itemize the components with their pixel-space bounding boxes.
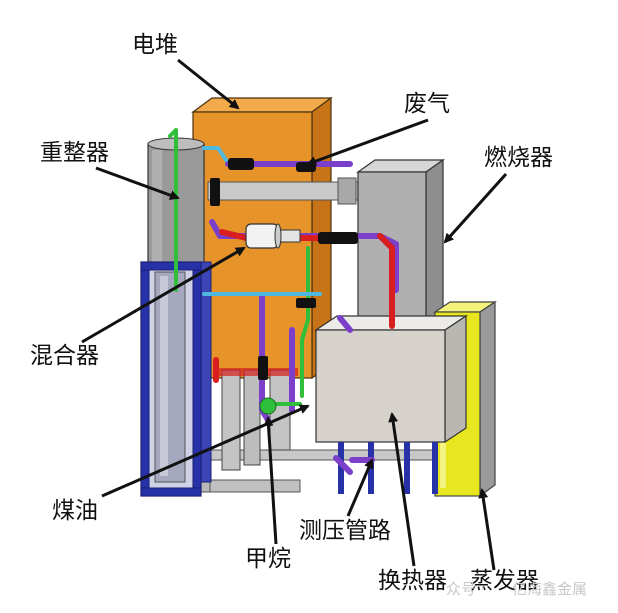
watermark-name: 亿海鑫金属 [512,580,588,598]
arrow-stack [177,58,240,110]
arrow-kerosene [101,404,310,498]
label-burner: 燃烧器 [484,145,553,171]
label-stack: 电堆 [132,32,178,58]
arrow-evaporator [478,488,496,571]
leader-arrows [81,58,508,571]
burner-block [356,158,445,332]
label-methane: 甲烷 [245,546,291,572]
cyan-pipes [202,146,322,296]
arrow-burner [443,172,508,244]
arrow-methane [263,416,278,545]
watermark-prefix: 众号 · [446,580,486,598]
label-mixer: 混合器 [30,343,99,369]
arrow-pressure-line [346,458,374,517]
purple-pipes [209,161,399,475]
label-reformer: 重整器 [40,140,109,166]
arrow-heat-exchanger [388,412,416,567]
heat-exchanger-block [314,314,468,494]
label-heat-exchanger: 换热器 [378,568,447,594]
red-pipes [213,229,395,383]
arrow-mixer [81,246,246,344]
black-fittings [210,158,358,380]
label-pressure-line: 测压管路 [299,518,391,544]
blue-frame [140,261,212,497]
gray-pipes [207,177,359,205]
label-kerosene: 煤油 [52,498,98,524]
mixer-block [245,223,301,249]
arrow-exhaust [306,118,429,166]
label-exhaust: 废气 [404,91,450,117]
methane-valve [259,397,277,415]
arrow-reformer [95,166,180,200]
label-evaporator: 蒸发器 [470,568,539,594]
